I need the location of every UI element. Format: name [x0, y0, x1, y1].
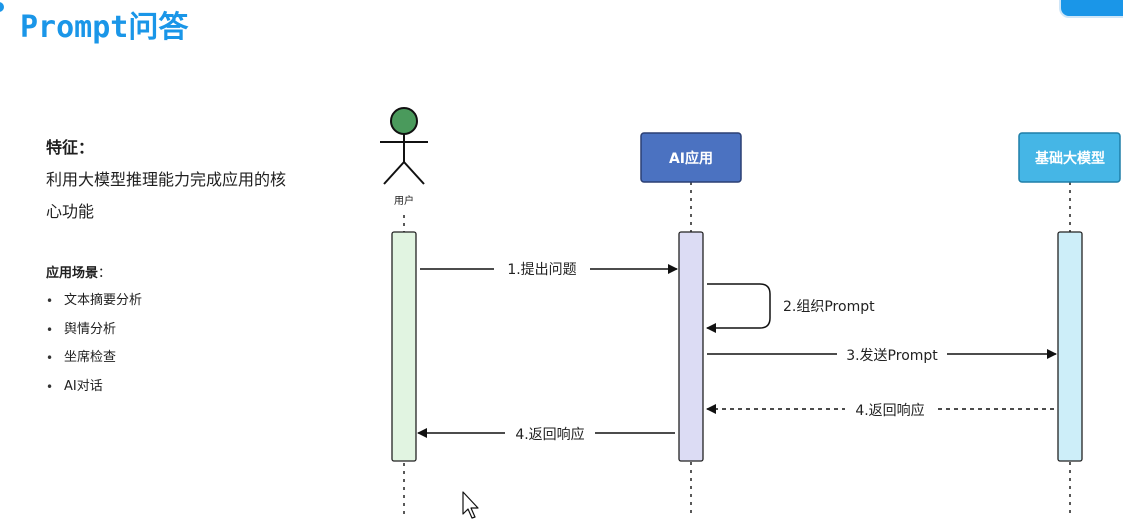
- list-item: 舆情分析: [46, 316, 142, 345]
- list-item: AI对话: [46, 373, 142, 402]
- message-label: 1.提出问题: [507, 262, 576, 278]
- message-label: 3.发送Prompt: [846, 348, 938, 364]
- user-activation-bar: [391, 231, 417, 462]
- participant-ai-app: AI应用: [640, 132, 742, 183]
- participant-foundation-model: 基础大模型: [1018, 132, 1121, 183]
- page-title: Prompt问答: [20, 10, 189, 45]
- list-item: 文本摘要分析: [46, 287, 142, 316]
- corner-button[interactable]: [1059, 0, 1123, 18]
- mouse-cursor-icon: [462, 491, 479, 519]
- app-activation-bar: [678, 231, 704, 462]
- list-item: 坐席检查: [46, 344, 142, 373]
- user-actor: 用户: [380, 107, 428, 207]
- participant-label: AI应用: [669, 150, 713, 167]
- message-label: 4.返回响应: [515, 426, 584, 443]
- participant-label: 基础大模型: [1035, 150, 1105, 167]
- scene-heading-label: 应用场景: [46, 266, 99, 281]
- actor-label: 用户: [394, 194, 414, 207]
- scene-list: 文本摘要分析 舆情分析 坐席检查 AI对话: [46, 287, 142, 401]
- participant-box: [1018, 132, 1121, 183]
- message-send-prompt: 3.发送Prompt: [707, 344, 1057, 364]
- corner-decoration: [0, 2, 4, 12]
- scene-heading-colon: ：: [98, 266, 112, 281]
- message-label: 2.组织Prompt: [783, 299, 875, 315]
- message-app-response: 4.返回响应: [417, 423, 675, 443]
- message-model-response: 4.返回响应: [706, 399, 1054, 419]
- model-activation-bar: [1057, 231, 1083, 462]
- scene-heading: 应用场景：: [46, 262, 111, 281]
- feature-description: 利用大模型推理能力完成应用的核心功能: [46, 170, 287, 221]
- message-build-prompt: 2.组织Prompt: [706, 283, 875, 333]
- message-label: 4.返回响应: [855, 402, 924, 419]
- feature-heading: 特征：: [46, 138, 95, 157]
- actor-head: [390, 107, 418, 135]
- participant-box: [640, 132, 742, 183]
- message-ask-question: 1.提出问题: [420, 259, 678, 279]
